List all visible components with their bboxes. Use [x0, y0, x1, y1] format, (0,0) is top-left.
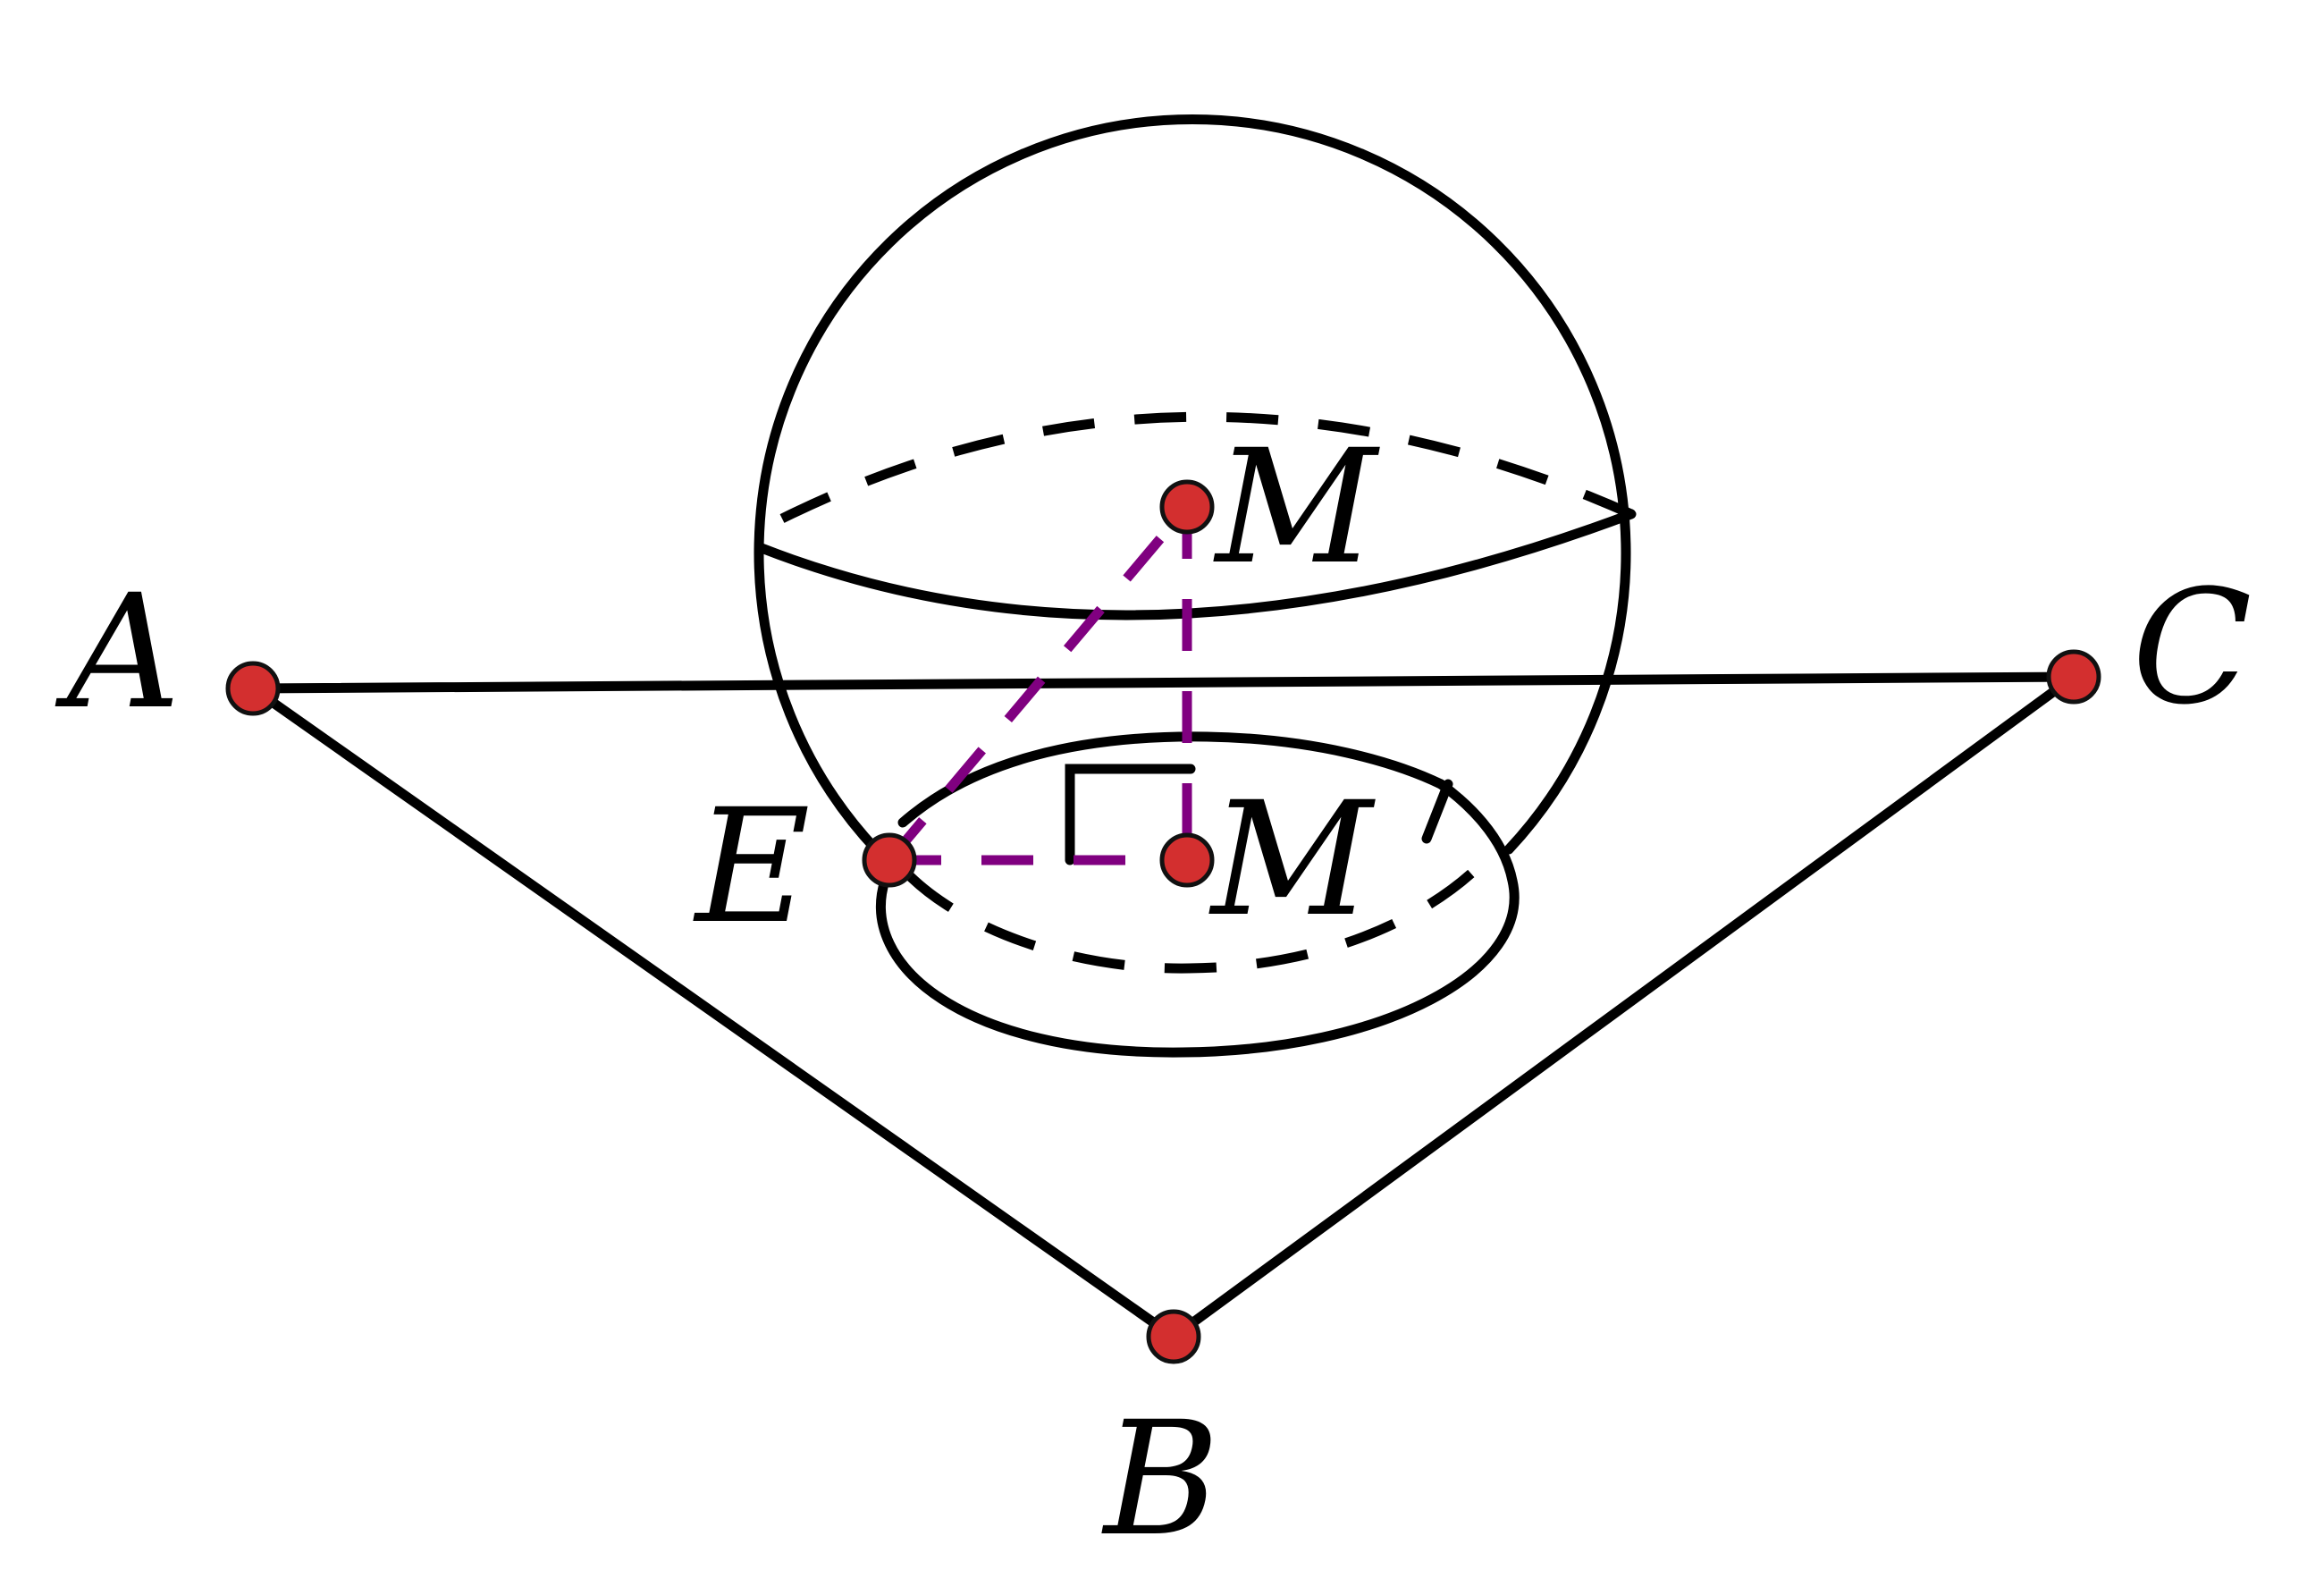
- sphere-equator-back: [779, 411, 1634, 523]
- segment-AC: [248, 671, 2079, 694]
- right-angle-marker: [1065, 764, 1196, 865]
- label-M: M: [1213, 416, 1380, 599]
- base-ellipse-back: [906, 850, 1495, 974]
- base-ellipse-top: [897, 731, 1446, 828]
- point-B: [1146, 1309, 1201, 1364]
- ellipse-tick: [1421, 779, 1453, 844]
- label-A: A: [55, 561, 181, 744]
- point-C: [2046, 649, 2101, 705]
- base-ellipse-front: [876, 779, 1520, 1058]
- segment-EM: [885, 503, 1191, 864]
- point-E: [862, 832, 917, 888]
- sphere-equator-front: [756, 509, 1637, 620]
- point-A: [225, 661, 281, 716]
- label-E: E: [693, 775, 810, 958]
- sphere-outline: [754, 114, 1631, 855]
- segment-AB: [248, 683, 1179, 1342]
- point-M1: [1159, 832, 1215, 888]
- label-M1: M: [1208, 768, 1376, 951]
- label-C: C: [2132, 556, 2252, 739]
- point-M: [1159, 479, 1215, 535]
- label-B: B: [1101, 1388, 1219, 1571]
- segment-BC: [1168, 671, 2079, 1342]
